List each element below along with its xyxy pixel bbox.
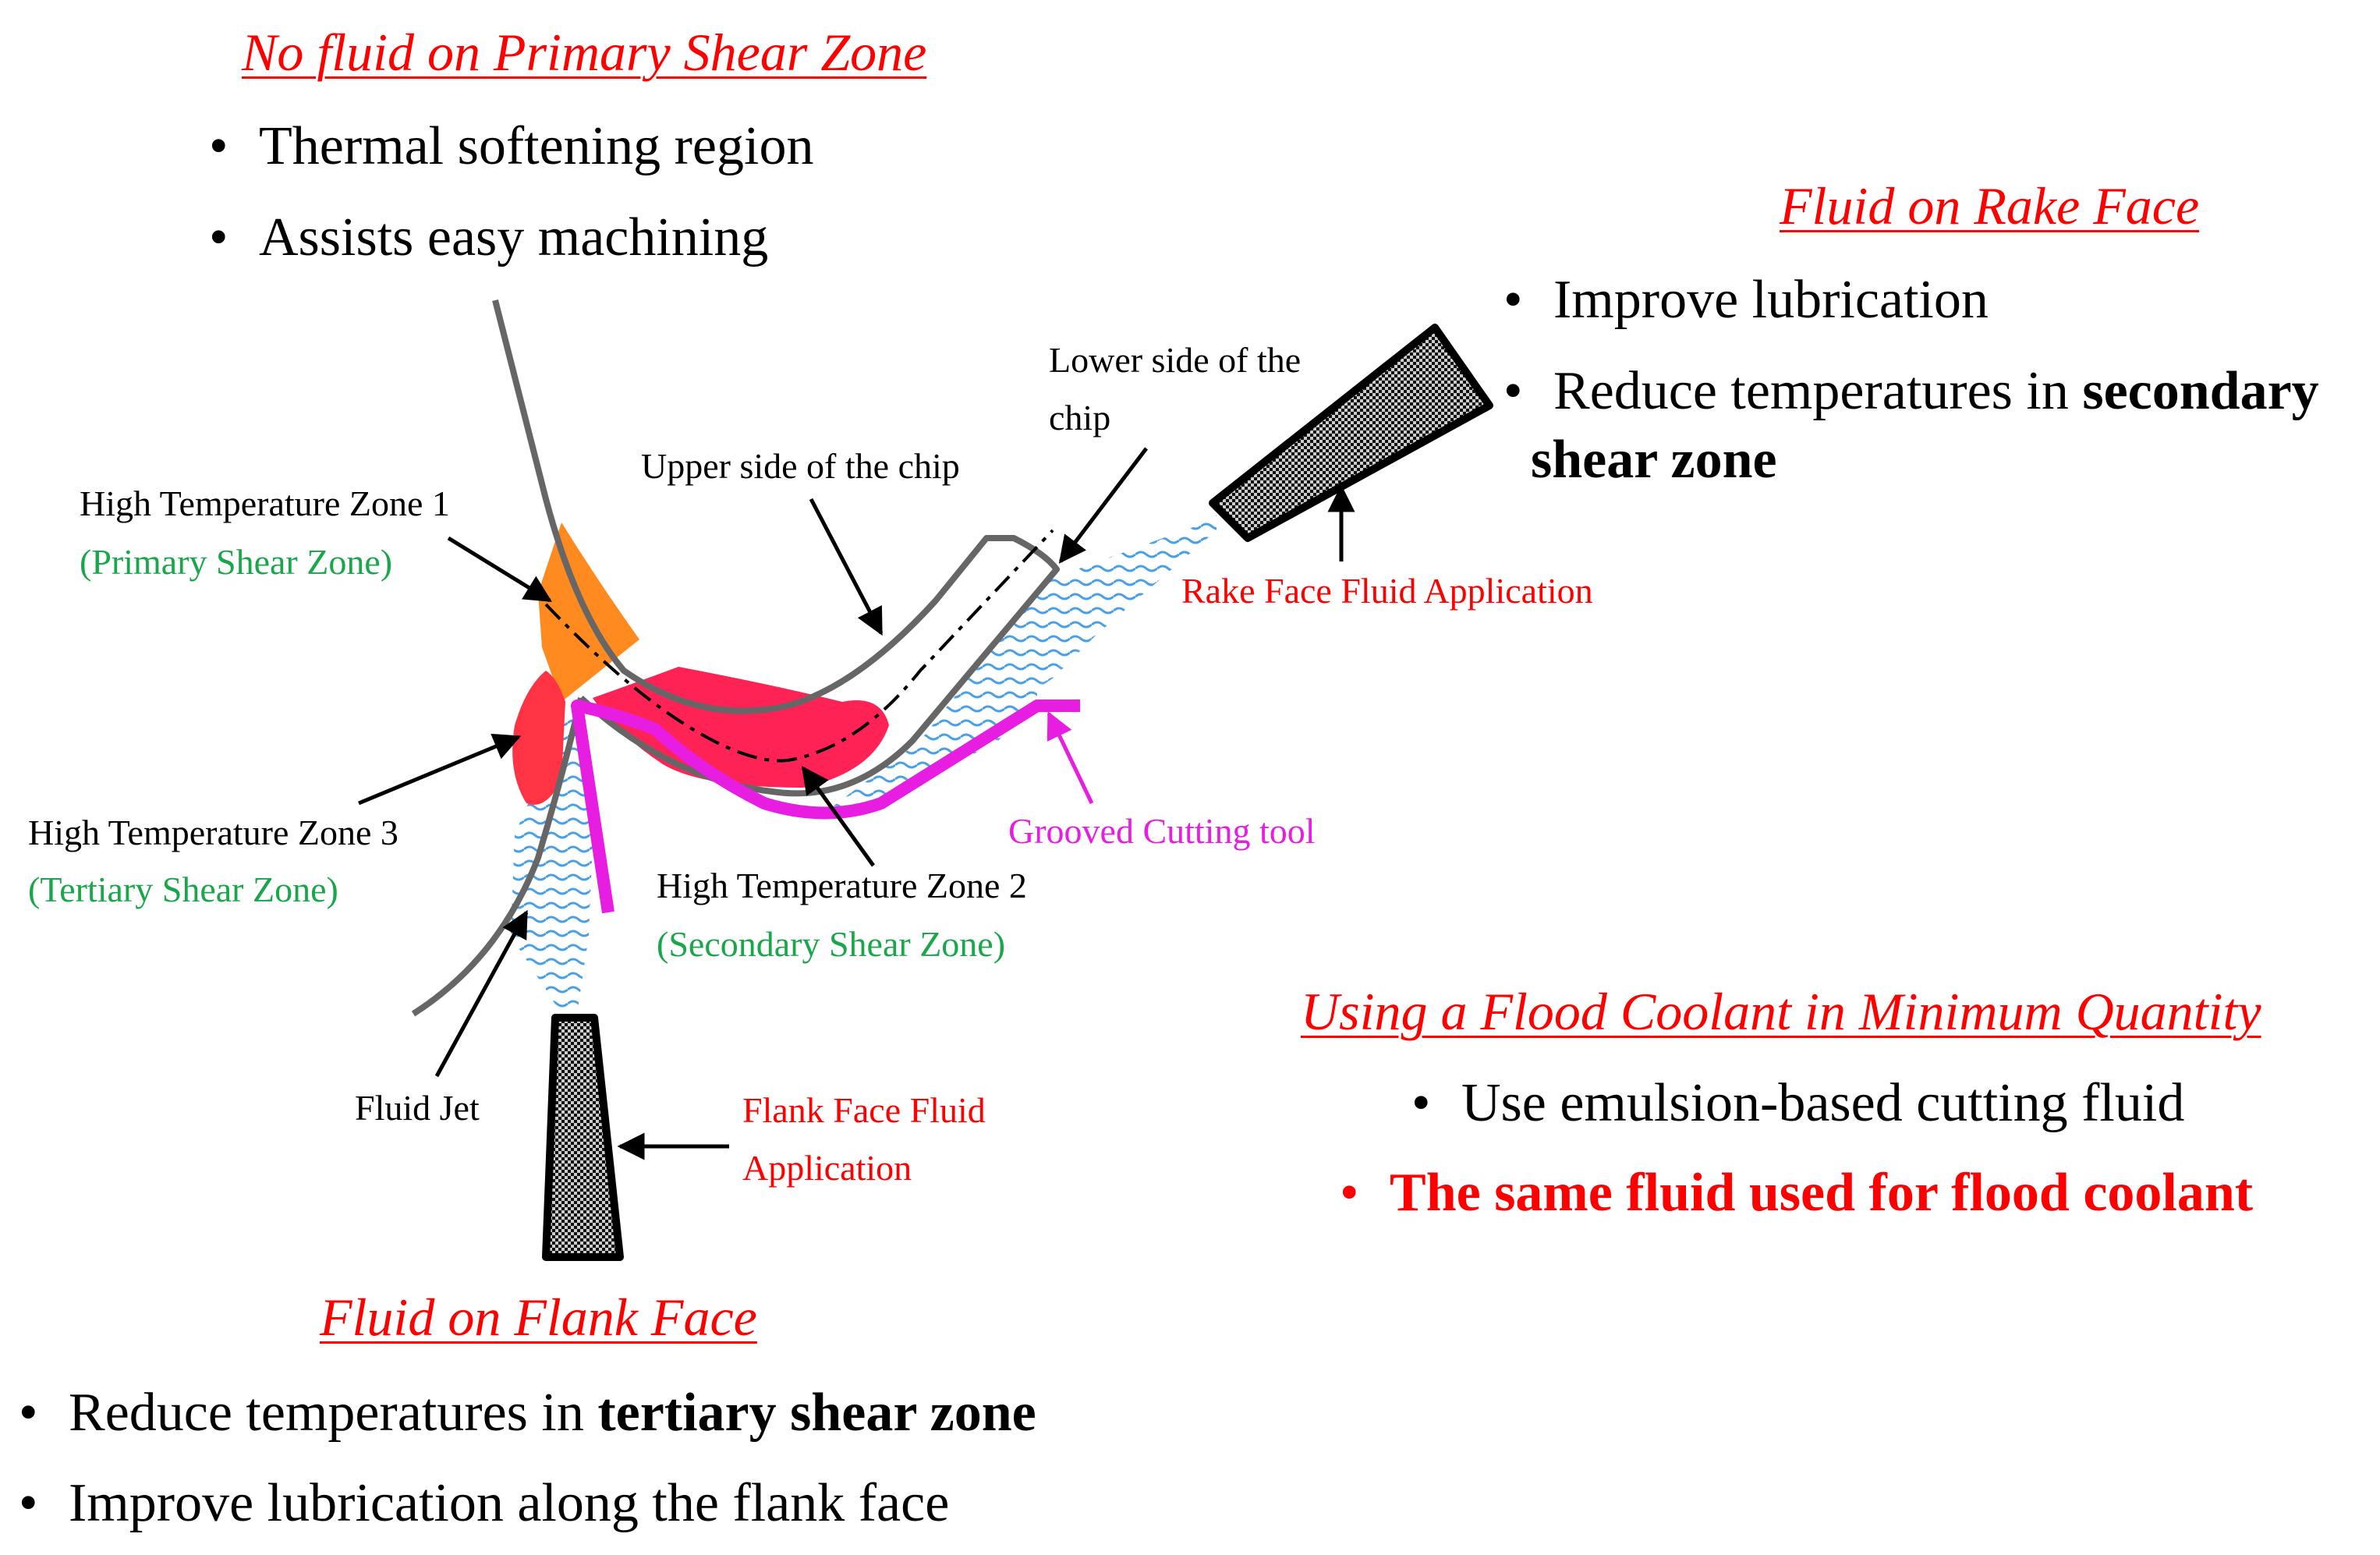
zone2-arrow <box>801 766 876 867</box>
chip-upper-outline <box>492 299 1060 797</box>
flank-fluid-spray <box>511 710 593 1014</box>
rake-heading: Fluid on Rake Face <box>1780 176 2200 236</box>
flank-face-nozzle <box>542 1014 624 1261</box>
flank-app-label-2: Application <box>742 1148 912 1188</box>
rake-fluid-spray-main <box>827 519 1217 811</box>
lower-chip-label-2: chip <box>1049 398 1111 437</box>
rake-bullet-1: •Improve lubrication <box>1503 270 1989 330</box>
zone2-sublabel: (Secondary Shear Zone) <box>657 924 1006 964</box>
mqc-bullet-1: •Use emulsion-based cutting fluid <box>1411 1073 2185 1133</box>
zone1-label: High Temperature Zone 1 <box>80 484 450 523</box>
zone3-label: High Temperature Zone 3 <box>28 813 398 852</box>
zone3-tertiary-shear-zone <box>512 671 565 805</box>
zone2-label: High Temperature Zone 2 <box>657 866 1027 905</box>
flank-heading: Fluid on Flank Face <box>320 1288 757 1347</box>
upper-chip-label: Upper side of the chip <box>641 446 960 486</box>
rake-app-label: Rake Face Fluid Application <box>1181 571 1593 611</box>
primary-bullet-1: •Thermal softening region <box>209 116 814 176</box>
fluid-jet-arrow <box>434 909 529 1078</box>
zone1-arrow <box>447 536 552 603</box>
mqc-heading: Using a Flood Coolant in Minimum Quantit… <box>1301 982 2261 1041</box>
fluid-jet-label: Fluid Jet <box>355 1088 480 1128</box>
zone1-sublabel: (Primary Shear Zone) <box>80 542 393 582</box>
grooved-cutting-tool <box>571 700 1080 914</box>
lower-chip-label-1: Lower side of the <box>1049 340 1302 380</box>
rake-bullet-2-cont: shear zone <box>1531 430 1777 490</box>
upper-chip-arrow <box>809 498 884 636</box>
flank-bullet-2: •Improve lubrication along the flank fac… <box>19 1473 950 1533</box>
zone3-arrow <box>358 733 522 806</box>
zone3-sublabel: (Tertiary Shear Zone) <box>28 870 338 909</box>
primary-bullet-2: •Assists easy machining <box>209 207 769 267</box>
lower-chip-arrow <box>1058 447 1148 564</box>
flank-bullet-1: •Reduce temperatures in tertiary shear z… <box>19 1383 1036 1443</box>
grooved-tool-label: Grooved Cutting tool <box>1008 811 1316 851</box>
rake-face-nozzle <box>1209 324 1493 542</box>
chip-centerline <box>544 529 1054 763</box>
workpiece-surface <box>411 697 584 1017</box>
primary-heading: No fluid on Primary Shear Zone <box>242 23 927 82</box>
mqc-bullet-2: •The same fluid used for flood coolant <box>1340 1163 2254 1223</box>
grooved-tool-arrow <box>1047 710 1094 805</box>
flank-app-label-1: Flank Face Fluid <box>742 1090 986 1130</box>
rake-bullet-2: •Reduce temperatures in secondary <box>1503 361 2319 421</box>
